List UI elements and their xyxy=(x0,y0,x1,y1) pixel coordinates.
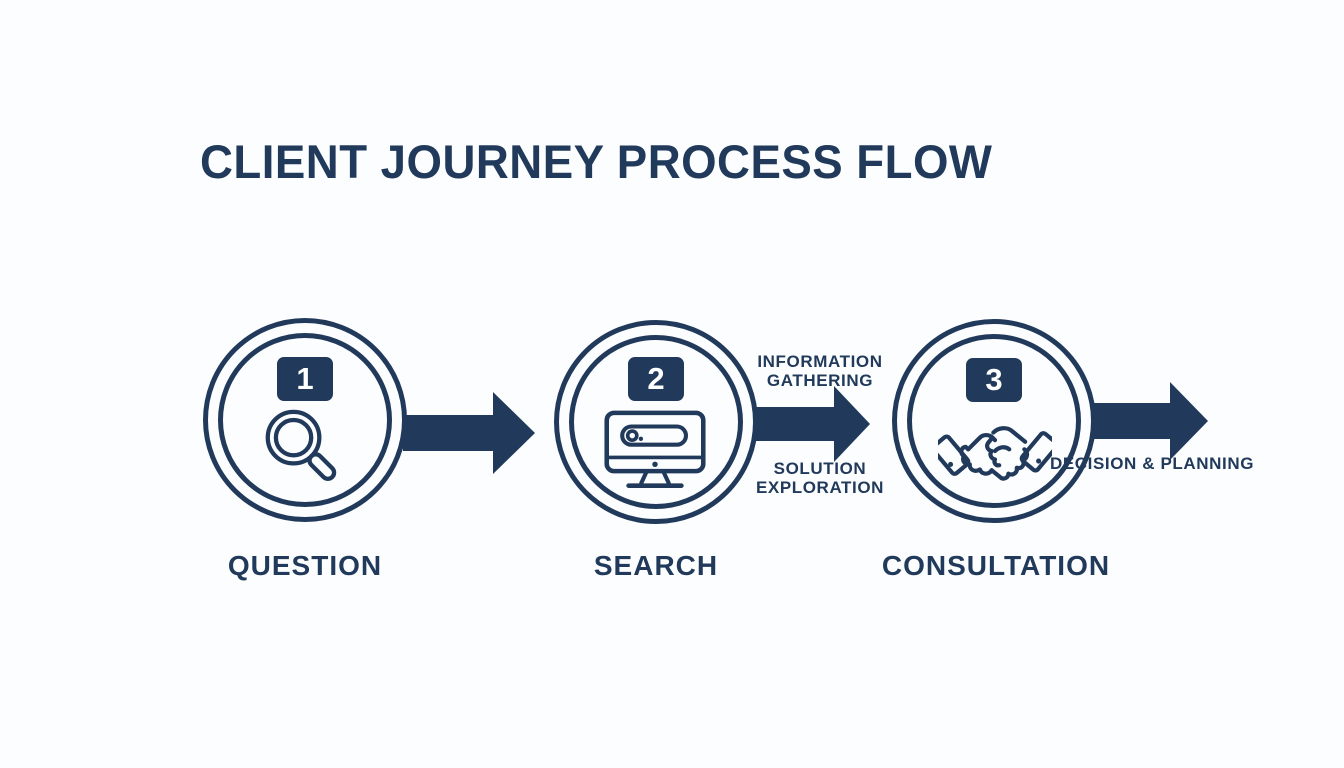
step-2-circle xyxy=(554,320,758,524)
monitor-search-icon xyxy=(604,410,706,488)
step-1-label: QUESTION xyxy=(227,550,383,581)
step-1-number: 1 xyxy=(296,361,314,396)
step-2-inner-ring xyxy=(569,335,743,509)
handshake-icon xyxy=(938,426,1052,481)
arrow-consultation-forward xyxy=(1092,382,1208,460)
step-2-number: 2 xyxy=(647,361,665,396)
arrow-question-to-search xyxy=(403,392,535,474)
step-2-label: SEARCH xyxy=(593,550,719,581)
arrow-3-label-below: DECISION & PLANNING xyxy=(1049,454,1255,473)
arrow-search-to-consultation xyxy=(756,386,870,462)
step-3-number-badge: 3 xyxy=(966,358,1022,402)
step-3-inner-ring xyxy=(907,334,1081,508)
magnifier-icon xyxy=(265,409,337,481)
step-3-number: 3 xyxy=(985,362,1003,397)
step-3-label: CONSULTATION xyxy=(881,550,1111,581)
page-title: CLIENT JOURNEY PROCESS FLOW xyxy=(200,135,993,188)
step-1-number-badge: 1 xyxy=(277,357,333,401)
step-2-number-badge: 2 xyxy=(628,357,684,401)
step-1-inner-ring xyxy=(218,333,392,507)
arrow-2-label-above: INFORMATION GATHERING xyxy=(757,352,883,390)
arrow-2-label-below: SOLUTION EXPLORATION xyxy=(755,459,885,497)
